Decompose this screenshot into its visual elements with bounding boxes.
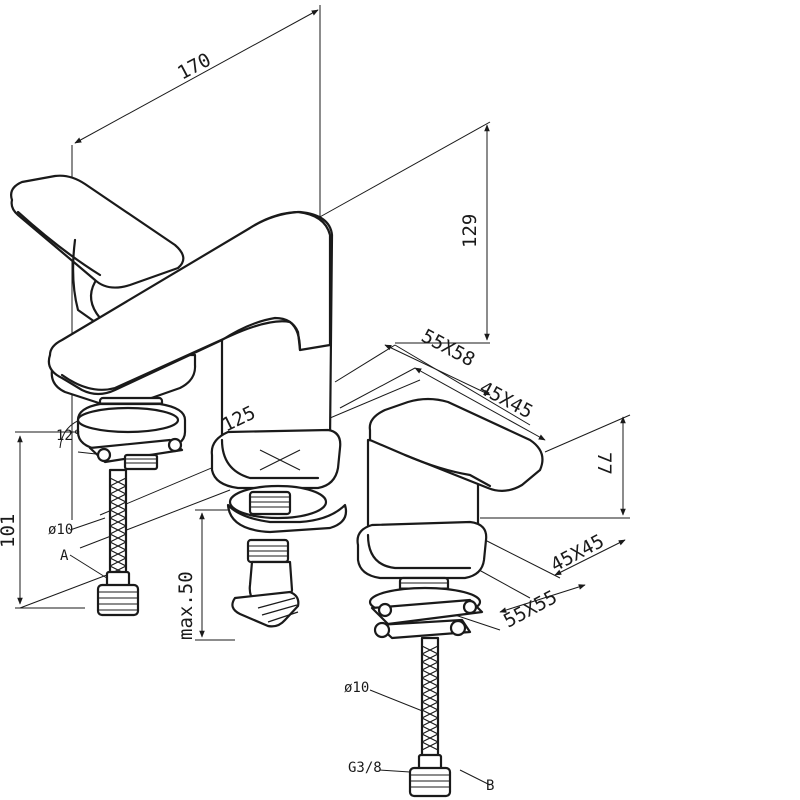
callout-b: B bbox=[486, 778, 494, 794]
dim-101: 101 bbox=[0, 514, 19, 548]
right-hose bbox=[408, 636, 452, 798]
dim-12-degrees: 12° bbox=[56, 428, 81, 444]
dimension-lines bbox=[15, 5, 631, 786]
dim-thread-g38: G3/8 bbox=[348, 760, 382, 776]
dim-max-50: max.50 bbox=[175, 571, 197, 640]
left-hose bbox=[96, 468, 140, 617]
dim-170: 170 bbox=[174, 49, 215, 85]
dim-77: 77 bbox=[593, 452, 615, 475]
pop-up-waste bbox=[231, 538, 300, 628]
dim-45x45-top: 45X45 bbox=[476, 377, 537, 423]
dim-dia-10-left: ø10 bbox=[48, 522, 73, 538]
dim-45x45-base: 45X45 bbox=[547, 530, 608, 576]
dim-55x55-base: 55X55 bbox=[500, 586, 561, 632]
dim-dia-10-right: ø10 bbox=[344, 680, 369, 696]
right-valve bbox=[356, 397, 544, 640]
dim-129: 129 bbox=[459, 214, 481, 248]
callout-a: A bbox=[60, 548, 69, 564]
spout bbox=[47, 210, 348, 534]
